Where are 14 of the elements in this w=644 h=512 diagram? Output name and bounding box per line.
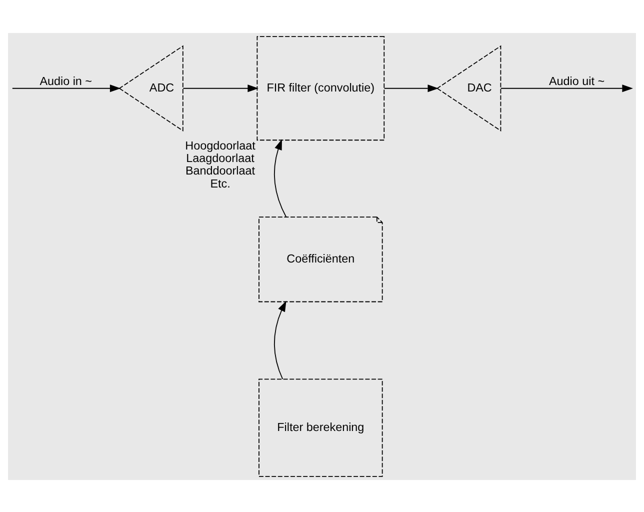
arrow [182, 84, 258, 92]
arrow [384, 84, 439, 92]
node-label: Banddoorlaat [185, 164, 256, 178]
node-label: Hoogdoorlaat [185, 139, 256, 152]
edge-label: Audio uit ~ [549, 74, 605, 88]
node-label: Laagdoorlaat [186, 152, 254, 165]
node-box: FIR filter (convolutie) [256, 36, 385, 140]
node-label: Etc. [210, 176, 230, 190]
arrow [274, 138, 287, 217]
arrow [500, 84, 633, 92]
arrow [12, 84, 121, 92]
node-box: Filter berekening [258, 378, 383, 476]
edge-label: Audio in ~ [40, 74, 92, 88]
arrow [274, 300, 286, 380]
